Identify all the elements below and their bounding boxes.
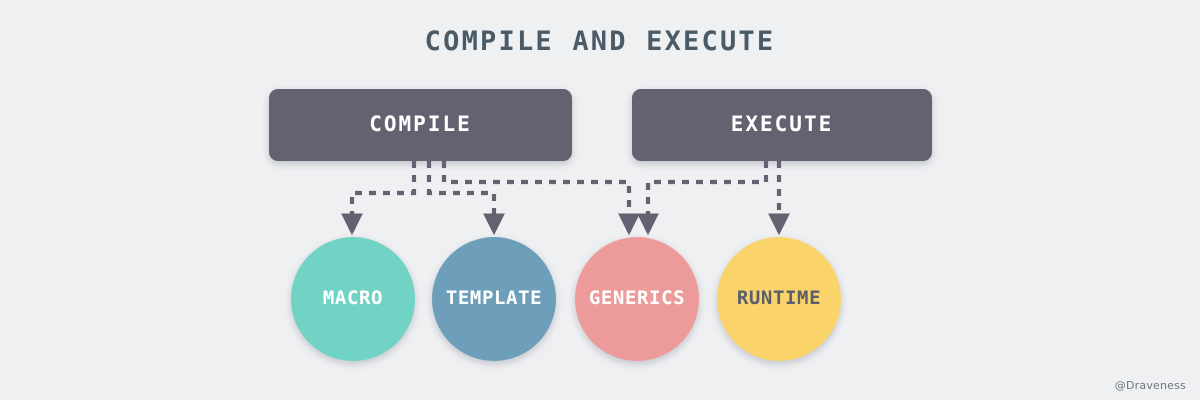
connector-compile-to-generics — [441, 161, 640, 236]
phase-box-compile[interactable] — [269, 89, 572, 161]
connector-execute-to-generics — [637, 161, 769, 236]
node-circle-template[interactable] — [432, 237, 556, 361]
connector-group — [341, 161, 790, 236]
node-circle-group — [291, 237, 841, 361]
node-circle-macro[interactable] — [291, 237, 415, 361]
phase-box-group — [269, 89, 932, 161]
connector-compile-to-macro — [341, 161, 417, 236]
phase-box-execute[interactable] — [632, 89, 932, 161]
node-circle-runtime[interactable] — [717, 237, 841, 361]
connector-compile-to-template — [426, 161, 505, 236]
node-circle-generics[interactable] — [575, 237, 699, 361]
